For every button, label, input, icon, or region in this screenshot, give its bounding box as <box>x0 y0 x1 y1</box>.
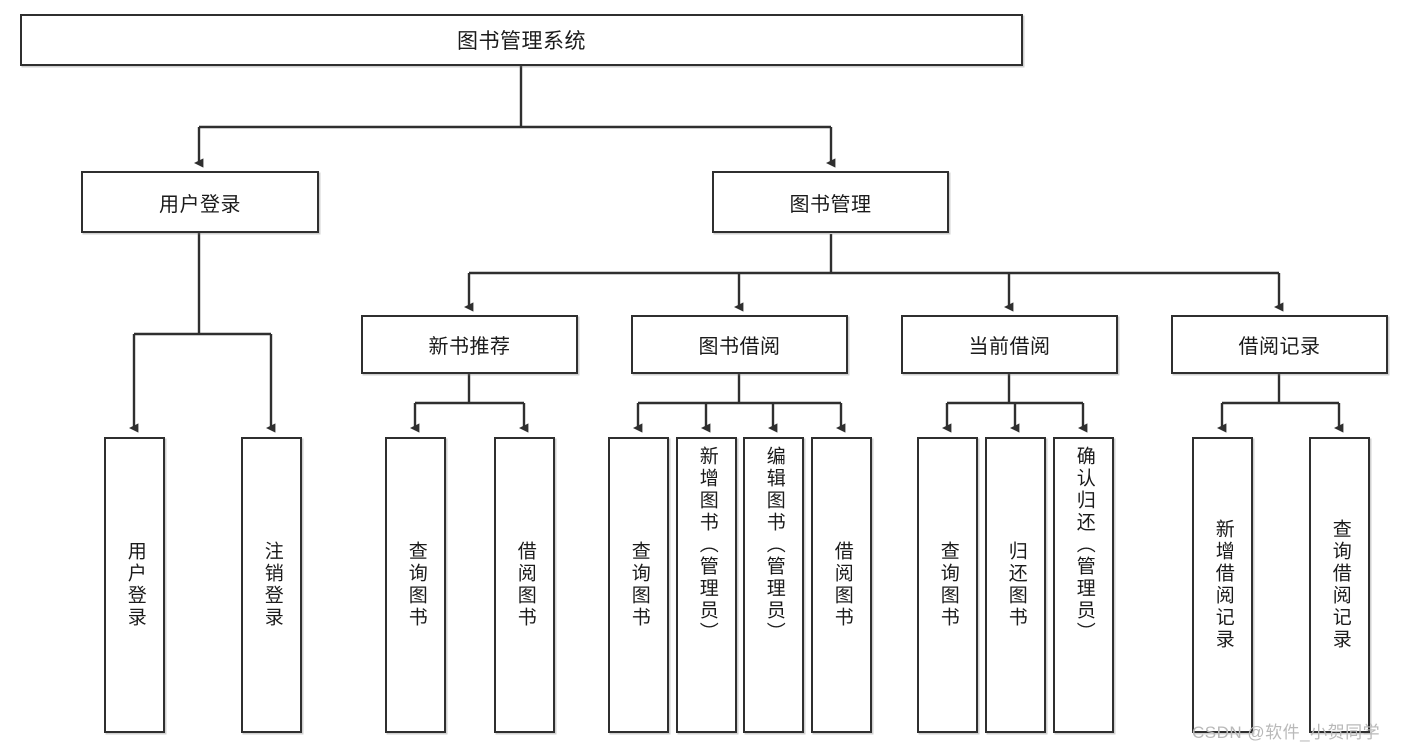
leaf-logout[interactable]: 注销登录 <box>241 437 302 733</box>
node-label: 借阅记录 <box>1238 336 1321 358</box>
node-label: 借阅图书 <box>514 541 536 629</box>
node-current-borrow[interactable]: 当前借阅 <box>901 315 1118 374</box>
node-label: 查询图书 <box>937 541 959 629</box>
node-book-borrow[interactable]: 图书借阅 <box>631 315 848 374</box>
node-label: 新书推荐 <box>428 336 511 358</box>
node-label: 用户登录 <box>159 193 241 216</box>
node-label: 新增借阅记录 <box>1212 519 1234 651</box>
node-label: 图书借阅 <box>698 336 781 358</box>
node-label: 注销登录 <box>261 541 283 629</box>
node-book-management[interactable]: 图书管理 <box>712 171 949 233</box>
leaf-query-book-current[interactable]: 查询图书 <box>917 437 978 733</box>
leaf-user-login[interactable]: 用户登录 <box>104 437 165 733</box>
node-label: 图书管理 <box>789 193 872 216</box>
leaf-add-borrow-record[interactable]: 新增借阅记录 <box>1192 437 1253 733</box>
node-root-system[interactable]: 图书管理系统 <box>20 14 1023 66</box>
node-label: 查询图书 <box>405 541 427 629</box>
leaf-borrow-book[interactable]: 借阅图书 <box>811 437 872 733</box>
node-label: 归还图书 <box>1005 541 1027 629</box>
node-label: 新增图书（管理员） <box>696 446 718 644</box>
leaf-query-borrow-record[interactable]: 查询借阅记录 <box>1309 437 1370 733</box>
leaf-edit-book-admin[interactable]: 编辑图书（管理员） <box>743 437 804 733</box>
node-label: 确认归还（管理员） <box>1073 446 1095 644</box>
leaf-add-book-admin[interactable]: 新增图书（管理员） <box>676 437 737 733</box>
node-user-login[interactable]: 用户登录 <box>81 171 319 233</box>
leaf-query-book-recommend[interactable]: 查询图书 <box>385 437 446 733</box>
node-label: 查询图书 <box>628 541 650 629</box>
node-label: 图书管理系统 <box>457 30 586 53</box>
node-label: 当前借阅 <box>968 336 1051 358</box>
node-label: 用户登录 <box>124 541 146 629</box>
leaf-return-book[interactable]: 归还图书 <box>985 437 1046 733</box>
node-label: 查询借阅记录 <box>1329 519 1351 651</box>
watermark-credit: CSDN @软件_小贺同学 <box>1192 723 1381 742</box>
node-label: 借阅图书 <box>831 541 853 629</box>
leaf-query-book-borrow[interactable]: 查询图书 <box>608 437 669 733</box>
node-new-book-recommend[interactable]: 新书推荐 <box>361 315 578 374</box>
leaf-borrow-book-recommend[interactable]: 借阅图书 <box>494 437 555 733</box>
node-borrow-record[interactable]: 借阅记录 <box>1171 315 1388 374</box>
node-label: 编辑图书（管理员） <box>763 446 785 644</box>
leaf-confirm-return-admin[interactable]: 确认归还（管理员） <box>1053 437 1114 733</box>
